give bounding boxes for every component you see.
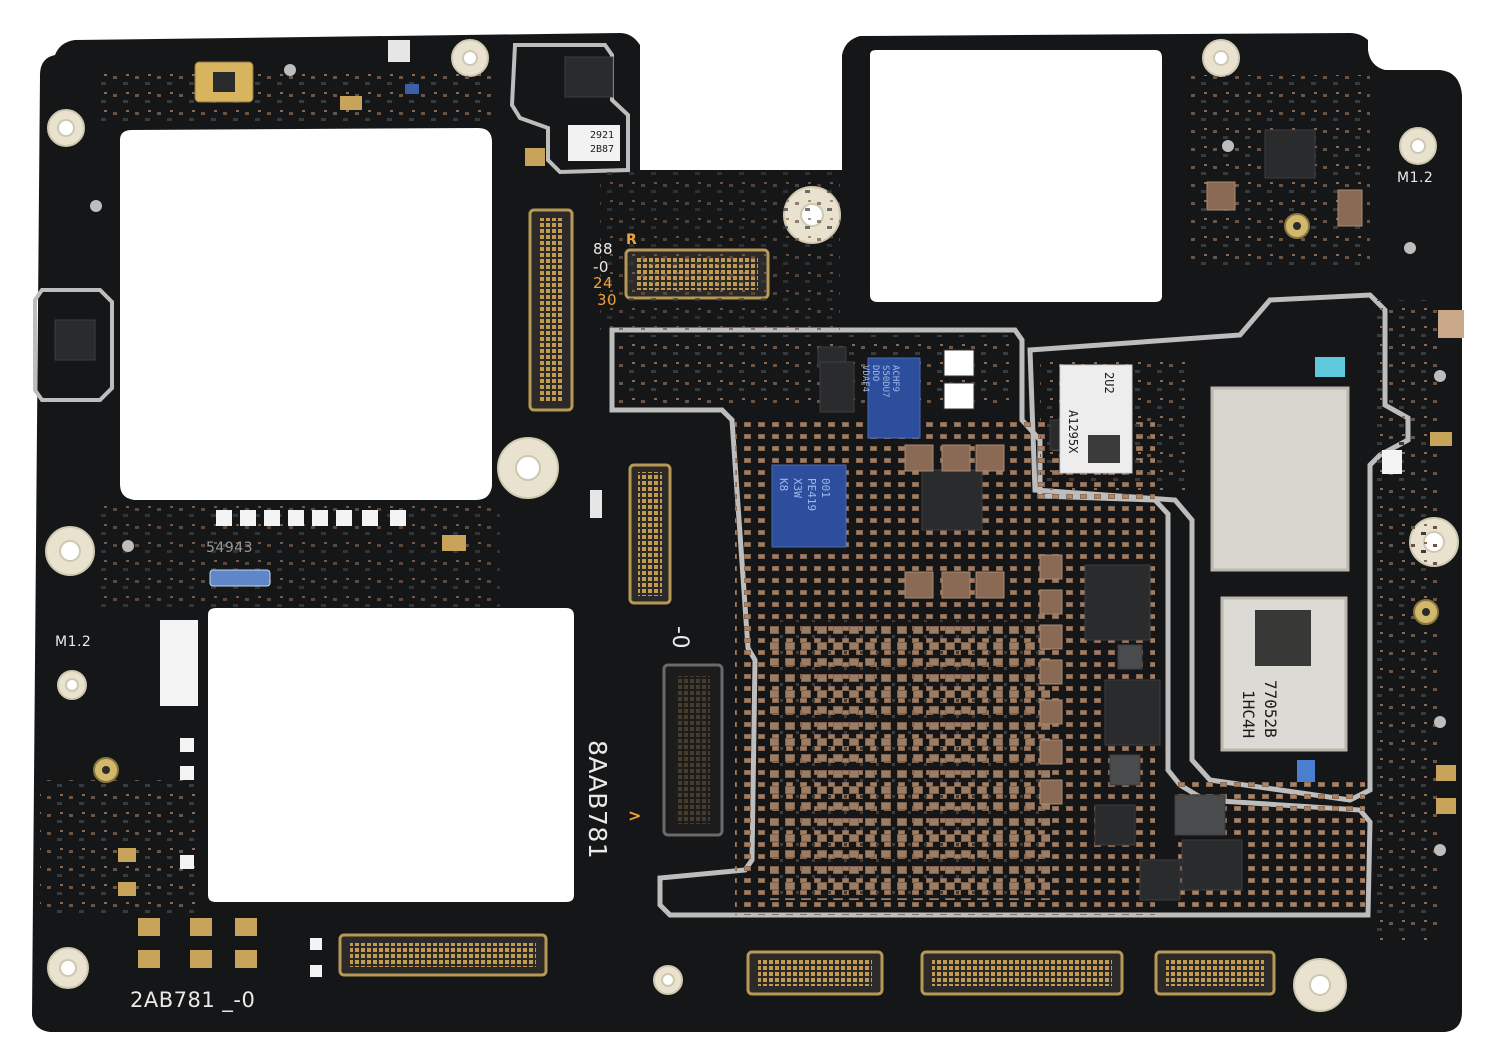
blue-ic-mid-label-3: X3W — [791, 478, 804, 498]
silkscreen-code-bottom-left: 2AB781 _-0 — [130, 988, 256, 1012]
silkscreen-arrow: > — [628, 806, 642, 825]
shield-frame-top-camera — [509, 43, 630, 175]
pad-pairs — [118, 96, 1456, 968]
memory-label-1: 77052B — [1261, 680, 1280, 738]
silkscreen-mark-right: M1.2 — [1397, 170, 1434, 186]
silkscreen-rev-0: -0 — [593, 258, 609, 276]
camera-ic-label-2: 2B87 — [590, 144, 615, 155]
blue-ic-top-label-3: DDO — [870, 365, 880, 382]
silkscreen-rev-24: 24 — [593, 274, 614, 292]
camera-ic — [568, 125, 620, 161]
silkscreen-code-center: 8AAB781 — [583, 740, 612, 860]
blue-part — [209, 569, 271, 587]
blue-ic-mid-label-1: 001 — [819, 478, 832, 498]
silkscreen-rev-r: R — [626, 232, 638, 248]
memory-label-2: 1HC4H — [1239, 690, 1258, 739]
tan-blocks — [904, 181, 1363, 805]
camera-ic-label-1: 2921 — [590, 130, 615, 141]
silkscreen-rev-88: 88 — [593, 240, 614, 258]
blue-ic-top-label-4: VDAF4 — [860, 365, 870, 393]
memory-shield-top — [1210, 386, 1350, 572]
blue-ic-mid-label-4: K8 — [777, 478, 790, 492]
white-pads — [160, 310, 1464, 977]
blue-ic-mid-label-2: PE419 — [805, 478, 818, 512]
ics-blue — [771, 357, 921, 548]
silkscreen-rev-30: 30 — [597, 291, 618, 309]
silkscreen-code-center-suffix: -0 — [667, 626, 692, 649]
silkscreen-mark-left: M1.2 — [55, 634, 92, 650]
silkscreen-code-54943: 54943 — [206, 540, 254, 556]
rf-module-label-2: A1295X — [1066, 410, 1080, 454]
blue-ic-top-label-1: ACHF9 — [890, 365, 900, 393]
test-pads — [90, 64, 1446, 856]
rf-module-label-1: 2U2 — [1102, 372, 1116, 394]
shield-frame-left — [33, 288, 114, 402]
blue-ic-top-label-2: S50DU7 — [880, 365, 890, 398]
